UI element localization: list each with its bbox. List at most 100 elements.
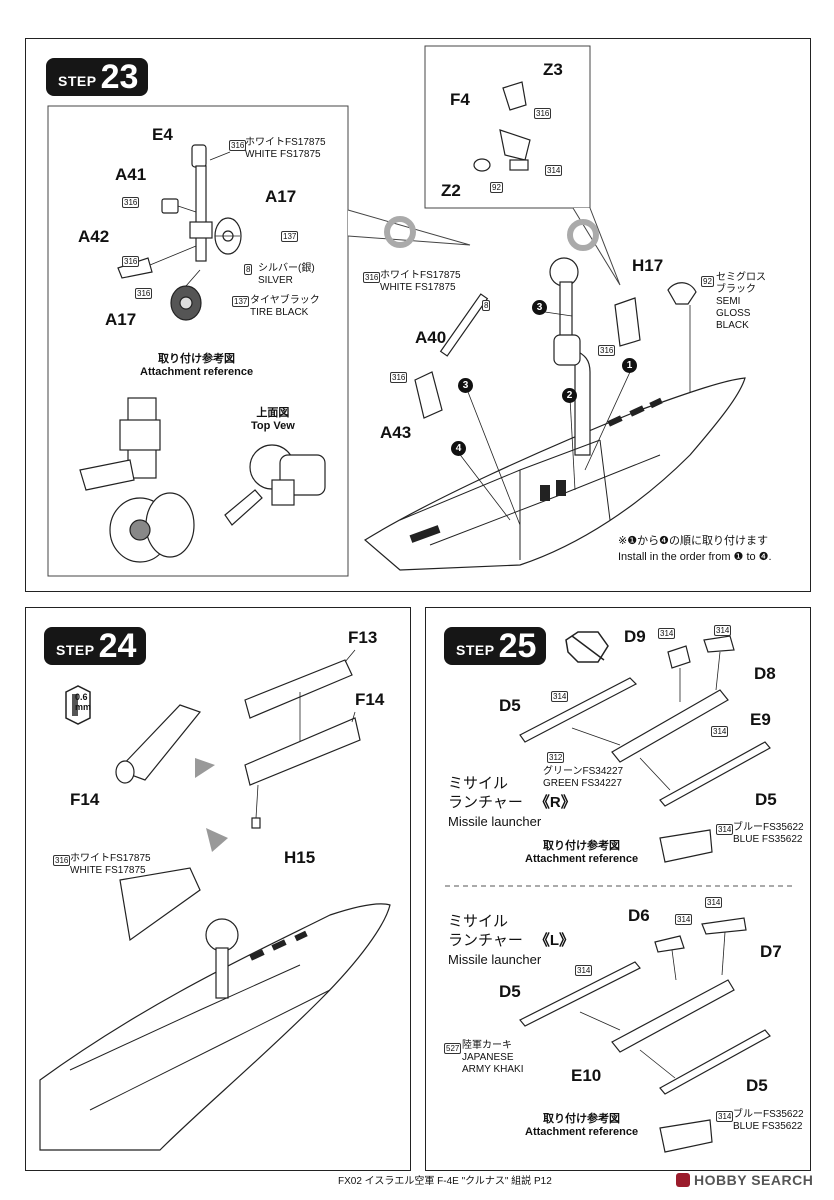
- launcher-row: ランチャー《R》: [448, 793, 576, 812]
- paint-code: 314: [658, 628, 676, 639]
- paint-note: ホワイトFS17875 WHITE FS17875: [380, 270, 461, 294]
- page-caption: FX02 イスラエル空軍 F-4E "クルナス" 組説 P12: [338, 1176, 552, 1187]
- paint-code: 316: [122, 197, 140, 208]
- paint-name-jp: グリーンFS34227: [543, 766, 624, 777]
- side-r: 《R》: [534, 794, 576, 811]
- arrow-down-icon: [206, 828, 228, 852]
- order-marker-2: 2: [562, 388, 577, 403]
- part-label-f13: F13: [348, 628, 378, 647]
- step-23-badge: STEP 23: [46, 57, 149, 96]
- attach-en: Attachment reference: [525, 853, 639, 865]
- paint-code: 527: [444, 1043, 462, 1054]
- hobby-search-logo: HOBBY SEARCH: [676, 1172, 813, 1188]
- attachment-reference-title: 取り付け参考図 Attachment reference: [525, 1113, 638, 1139]
- part-label-d9: D9: [624, 627, 646, 646]
- rotate-arrow-icon: [384, 216, 416, 248]
- paint-code: 314: [575, 965, 593, 976]
- paint-name-jp: ホワイトFS17875: [70, 853, 151, 864]
- step-number: 24: [98, 626, 137, 665]
- part-label-d7: D7: [760, 942, 782, 961]
- logo-icon: [676, 1173, 690, 1187]
- paint-name-jp: ホワイトFS17875: [245, 137, 326, 148]
- order-marker-4: 4: [451, 441, 466, 456]
- paint-name-en: SILVER: [258, 275, 293, 286]
- order-marker-3: 3: [532, 300, 547, 315]
- paint-name-en: ARMY KHAKI: [462, 1064, 524, 1075]
- attachment-reference-title: 取り付け参考図 Attachment reference: [525, 840, 638, 866]
- missile-jp: ミサイル: [448, 913, 509, 930]
- step-24-badge: STEP 24: [44, 626, 147, 665]
- launcher-jp: ランチャー: [448, 932, 523, 949]
- drill-value: 0.6: [75, 692, 88, 702]
- paint-note: セミグロス ブラック SEMI GLOSS BLACK: [716, 272, 766, 332]
- paint-code: 316: [53, 855, 71, 866]
- order-marker-3: 3: [458, 378, 473, 393]
- paint-note: ホワイトFS17875 WHITE FS17875: [70, 853, 151, 877]
- part-label-d5: D5: [746, 1076, 768, 1095]
- step-25-badge: STEP 25: [444, 626, 547, 665]
- install-order-note: ※❶から❹の順に取り付けます Install in the order from…: [618, 533, 772, 565]
- missile-en: Missile launcher: [448, 814, 542, 829]
- paint-code: 316: [598, 345, 616, 356]
- launcher-row: ランチャー《L》: [448, 931, 574, 950]
- paint-name-en: WHITE FS17875: [245, 149, 321, 160]
- missile-en: Missile launcher: [448, 952, 542, 967]
- paint-name-en: WHITE FS17875: [70, 865, 146, 876]
- paint-name-jp: セミグロス: [716, 272, 766, 283]
- order-marker-1: 1: [622, 358, 637, 373]
- part-label-d5: D5: [499, 696, 521, 715]
- attachment-reference-title: 取り付け参考図 Attachment reference: [140, 353, 253, 379]
- paint-name-en: GREEN FS34227: [543, 778, 622, 789]
- paint-note: シルバー(銀) SILVER: [258, 263, 315, 287]
- paint-code: 8: [244, 264, 253, 275]
- missile-launcher-l: ミサイル ランチャー《L》 Missile launcher: [448, 912, 574, 969]
- paint-name-jp: シルバー(銀): [258, 263, 315, 274]
- attach-en: Attachment reference: [140, 366, 254, 378]
- step-number: 23: [100, 57, 139, 96]
- part-label-a17: A17: [105, 310, 137, 329]
- paint-name-jp: ブルーFS35622: [733, 1109, 804, 1120]
- paint-name-en: JAPANESE: [462, 1052, 514, 1063]
- arrow-right-icon: [195, 758, 215, 778]
- attach-jp: 取り付け参考図: [543, 1113, 621, 1125]
- top-view-en: Top Vew: [251, 420, 295, 432]
- paint-note: 陸軍カーキ JAPANESE ARMY KHAKI: [462, 1040, 524, 1076]
- paint-name-en: BLACK: [716, 320, 749, 331]
- attach-jp: 取り付け参考図: [543, 840, 621, 852]
- rotate-arrow-icon: [567, 219, 599, 251]
- missile-jp: ミサイル: [448, 775, 509, 792]
- paint-code: 316: [229, 140, 247, 151]
- paint-note: タイヤブラック TIRE BLACK: [250, 295, 320, 319]
- paint-code: 314: [705, 897, 723, 908]
- part-label-z2: Z2: [441, 181, 461, 200]
- step-word: STEP: [456, 642, 495, 658]
- paint-code: 314: [545, 165, 563, 176]
- paint-name-jp: ブラック: [716, 284, 756, 295]
- paint-code: 92: [490, 182, 503, 193]
- step-word: STEP: [56, 642, 95, 658]
- part-label-f14: F14: [355, 690, 385, 709]
- paint-name-en: BLUE FS35622: [733, 834, 803, 845]
- paint-code: 314: [716, 1111, 734, 1122]
- order-note-jp: ※❶から❹の順に取り付けます: [618, 535, 768, 547]
- paint-code: 92: [701, 276, 714, 287]
- paint-code: 8: [482, 300, 491, 311]
- part-label-z3: Z3: [543, 60, 563, 79]
- paint-code: 314: [714, 625, 732, 636]
- part-label-d8: D8: [754, 664, 776, 683]
- paint-code: 314: [675, 914, 693, 925]
- part-label-d6: D6: [628, 906, 650, 925]
- step-number: 25: [498, 626, 537, 665]
- part-label-e9: E9: [750, 710, 771, 729]
- detail-box-left: [47, 105, 349, 577]
- part-label-e10: E10: [571, 1066, 602, 1085]
- paint-name-jp: 陸軍カーキ: [462, 1040, 512, 1051]
- part-label-a17: A17: [265, 187, 297, 206]
- attach-jp: 取り付け参考図: [158, 353, 236, 365]
- paint-code: 312: [547, 752, 565, 763]
- paint-note: ブルーFS35622 BLUE FS35622: [733, 822, 804, 846]
- paint-code: 316: [534, 108, 552, 119]
- paint-name-jp: ホワイトFS17875: [380, 270, 461, 281]
- paint-code: 314: [551, 691, 569, 702]
